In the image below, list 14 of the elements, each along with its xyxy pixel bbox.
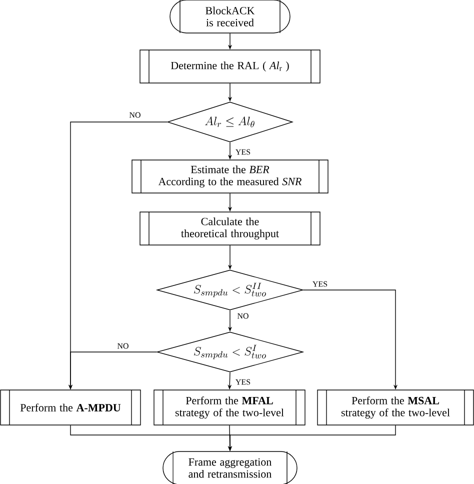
process-box: Perform the A-MPDU bbox=[0, 390, 141, 426]
process-box: Perform the MFAL strategy of the two-level bbox=[154, 390, 306, 426]
process-box: Perform the MSAL strategy of the two-level bbox=[317, 390, 474, 426]
edge-label: NO bbox=[116, 342, 130, 350]
terminal-box: BlockACK is received bbox=[170, 0, 290, 34]
terminal-box: Frame aggregation and retransmission bbox=[162, 451, 298, 484]
process-box: Calculate the theoretical throughput bbox=[140, 212, 320, 246]
edge-label: YES bbox=[311, 280, 329, 288]
edge-label: NO bbox=[236, 312, 250, 320]
edge-label: YES bbox=[234, 148, 252, 156]
process-box: Estimate the BER According to the measured SNR bbox=[132, 160, 328, 194]
edge-label: YES bbox=[234, 378, 252, 386]
edge-label: NO bbox=[128, 111, 142, 119]
process-box: Determine the RAL ( Al$_{r}$ ) bbox=[140, 50, 320, 84]
